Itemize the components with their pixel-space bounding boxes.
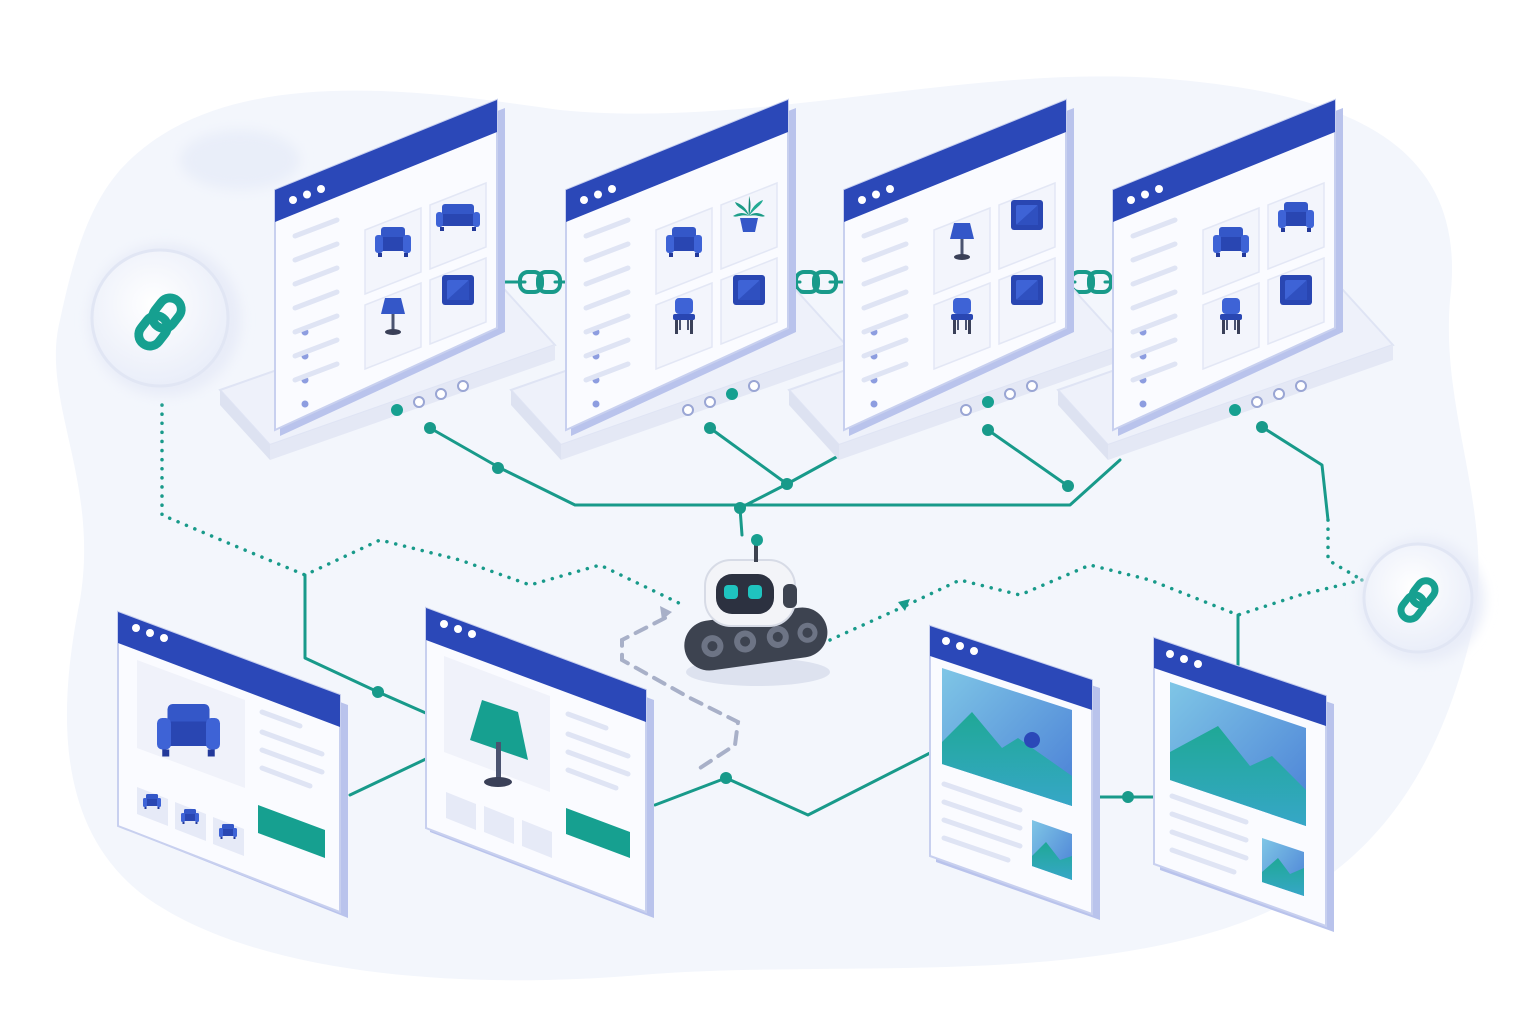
landscape-image-icon [942, 712, 1072, 806]
category-pages [218, 98, 1395, 460]
add-to-cart-button [566, 808, 630, 858]
pagination-dot[interactable] [704, 396, 716, 408]
cabinet-icon [442, 275, 474, 305]
pagination-dot[interactable] [748, 380, 760, 392]
link-orb-right [1360, 538, 1484, 662]
cabinet-icon [1011, 200, 1043, 230]
robot-route [620, 616, 741, 770]
pagination-dot[interactable] [1004, 388, 1016, 400]
crawler-robot-icon [684, 534, 830, 686]
pagination-dot[interactable] [726, 388, 738, 400]
landscape-image-icon [1170, 726, 1306, 826]
pagination-dot[interactable] [1026, 380, 1038, 392]
pagination-dot[interactable] [960, 404, 972, 416]
category-page-2 [509, 98, 848, 460]
connector-nodes [372, 421, 1268, 803]
cabinet-icon [1280, 275, 1312, 305]
pagination-dot[interactable] [391, 404, 403, 416]
pagination-dot[interactable] [1251, 396, 1263, 408]
pagination-dot[interactable] [1295, 380, 1307, 392]
product-page-armchair [117, 610, 348, 918]
crawl-paths [160, 403, 1364, 642]
add-to-cart-button [258, 805, 325, 858]
pagination-dot[interactable] [682, 404, 694, 416]
pagination-dot[interactable] [982, 396, 994, 408]
link-orb-left [89, 244, 241, 396]
cabinet-icon [733, 275, 765, 305]
cabinet-icon [1011, 275, 1043, 305]
pagination-dot[interactable] [435, 388, 447, 400]
pagination-dot[interactable] [1229, 404, 1241, 416]
category-page-1 [218, 98, 557, 460]
crawl-arrow-icon [898, 599, 910, 611]
article-page-1 [929, 624, 1100, 920]
pagination-dot[interactable] [1273, 388, 1285, 400]
lamp-icon [470, 700, 528, 787]
route-arrow-icon [660, 606, 672, 620]
pagination-dot[interactable] [413, 396, 425, 408]
pagination-dot[interactable] [457, 380, 469, 392]
category-page-4 [1056, 98, 1395, 460]
category-page-3 [787, 98, 1126, 460]
product-page-lamp [425, 606, 654, 918]
article-page-2 [1153, 636, 1334, 932]
